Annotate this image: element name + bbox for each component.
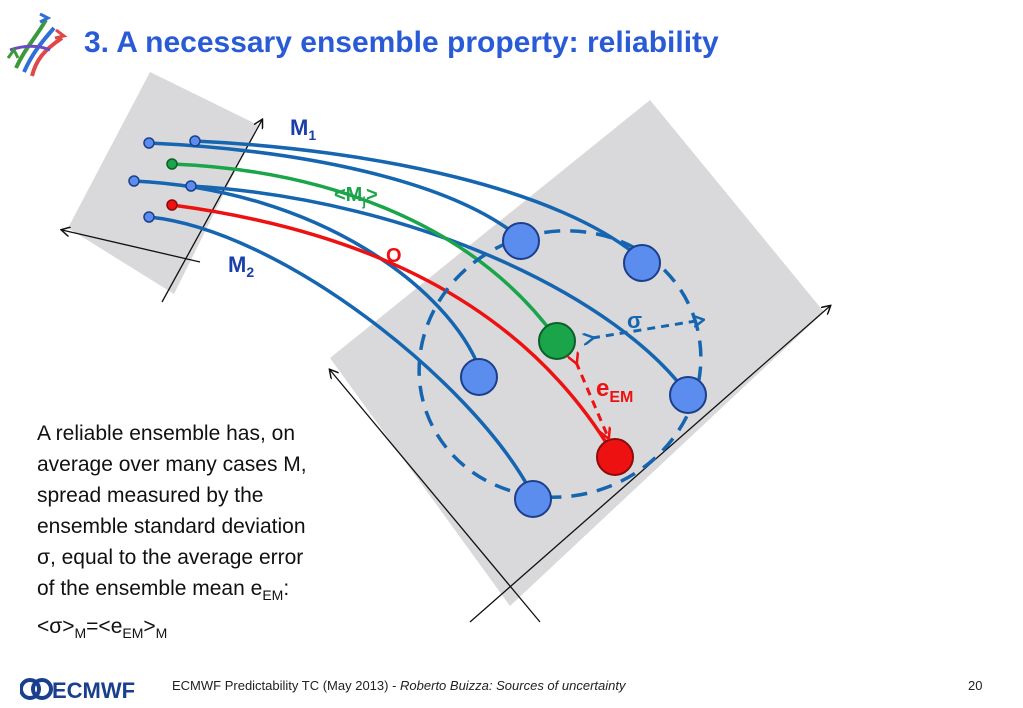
forecast-state-plane	[330, 100, 824, 606]
label-ensemble-mean: <Mj>	[334, 184, 378, 209]
body-line: of the ensemble mean eEM:	[37, 577, 290, 604]
forecast-member-point	[460, 358, 498, 396]
label-m1: M1	[290, 115, 316, 143]
trajectory-member-2	[148, 141, 522, 240]
initial-point	[185, 180, 197, 192]
initial-axis-2	[62, 230, 201, 263]
body-line: spread measured by the	[37, 484, 264, 507]
label-eem: eEM	[596, 375, 633, 406]
body-text: A reliable ensemble has, on average over…	[37, 418, 367, 649]
ecmwf-corner-graphic	[6, 12, 68, 77]
initial-point-ensemble-mean	[166, 158, 178, 170]
slide-title: 3. A necessary ensemble property: reliab…	[84, 26, 719, 59]
ensemble-reliability-diagram: M1 M2 <Mj> O σ eEM	[0, 72, 1023, 623]
forecast-axis-1	[330, 370, 541, 623]
body-line: ensemble standard deviation	[37, 515, 306, 538]
label-m2: M2	[228, 252, 254, 280]
reliability-formula: <σ>M=<eEM>M	[37, 615, 168, 642]
forecast-observation-point	[596, 438, 634, 476]
slide-footer: ECMWF ECMWF Predictability TC (May 2013)…	[0, 668, 1023, 708]
forecast-member-point	[623, 244, 661, 282]
label-observation: O	[386, 245, 402, 267]
forecast-member-point	[502, 222, 540, 260]
label-sigma: σ	[627, 308, 642, 333]
body-line: σ, equal to the average error	[37, 546, 304, 569]
trajectory-member-5	[148, 215, 532, 491]
trajectory-member-1	[194, 139, 642, 260]
footer-caption: ECMWF Predictability TC (May 2013) - Rob…	[172, 678, 626, 693]
sigma-arrow	[592, 320, 702, 338]
svg-text:ECMWF: ECMWF	[52, 678, 135, 702]
trajectory-member-3	[190, 184, 690, 397]
initial-point	[143, 211, 155, 223]
forecast-member-point	[669, 376, 707, 414]
body-line: average over many cases M,	[37, 453, 307, 476]
initial-point	[189, 135, 201, 147]
initial-point-observation	[166, 199, 178, 211]
ecmwf-logo: ECMWF	[20, 678, 135, 702]
forecast-ensemble-mean-point	[538, 322, 576, 360]
page-number: 20	[968, 678, 983, 693]
forecast-member-point	[514, 480, 552, 518]
trajectory-member-4	[133, 179, 482, 371]
initial-point	[128, 175, 140, 187]
trajectory-ensemble-mean	[171, 162, 558, 340]
body-line: A reliable ensemble has, on	[37, 422, 295, 445]
initial-point	[143, 137, 155, 149]
